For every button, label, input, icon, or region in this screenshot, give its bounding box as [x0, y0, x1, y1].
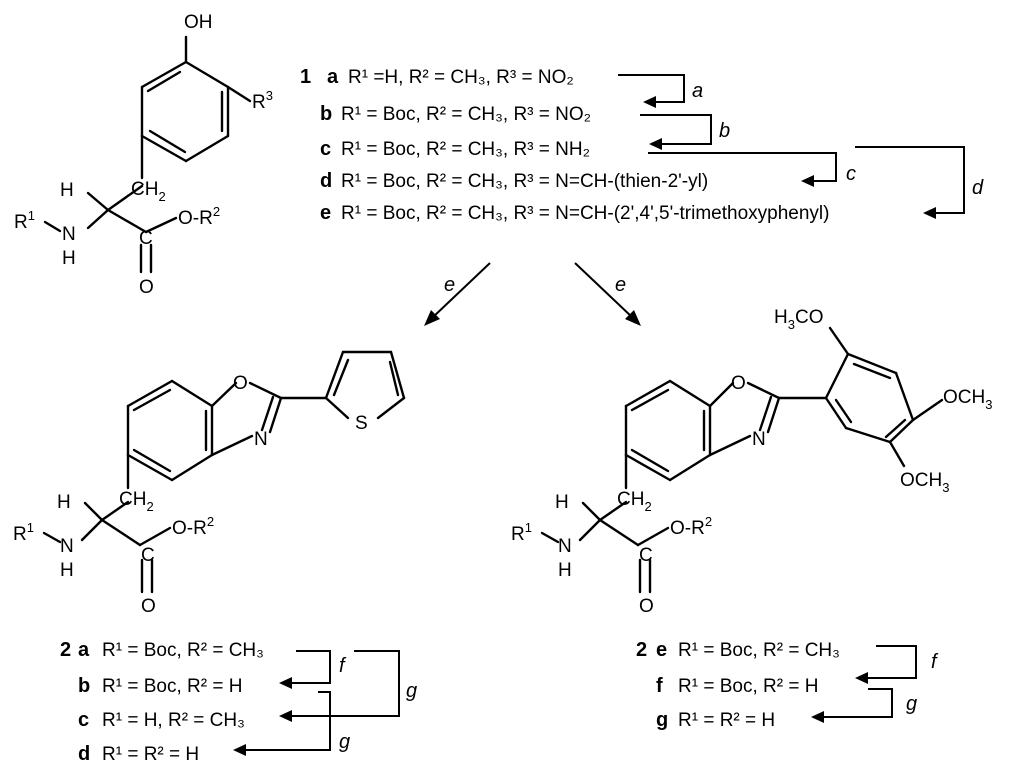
r1-label: R1: [14, 208, 35, 233]
structure-compound-1: OH R3 H CH2 R1 N H C O-R2 O: [14, 12, 273, 298]
reaction-arrow-e-left: e: [424, 262, 491, 326]
arrow-f-left: f: [279, 650, 347, 689]
arrow-c: c: [648, 152, 856, 187]
ch2-label: CH2: [119, 489, 154, 514]
arrow-a-label: a: [692, 80, 703, 102]
compound-1a-letter: a: [327, 66, 339, 88]
oxazole-n-label: N: [254, 429, 268, 450]
compound-1-list: 1 a R¹ =H, R² = CH₃, R³ = NO₂ b R¹ = Boc…: [300, 66, 984, 224]
r1-label: R1: [511, 520, 532, 545]
compound-1c-text: R¹ = Boc, R² = CH₃, R³ = NH₂: [341, 139, 590, 160]
carbonyl-c-label: C: [141, 545, 155, 566]
arrow-g-c-label: g: [406, 680, 417, 702]
compound-2b-text: R¹ = Boc, R² = H: [102, 676, 242, 697]
ester-o-r2-label: O-R2: [670, 514, 712, 539]
arrow-b: b: [640, 114, 730, 150]
compound-1b-letter: b: [320, 103, 332, 125]
compound-1c-letter: c: [320, 138, 331, 160]
nh-h-label: H: [558, 560, 572, 581]
nh-h-label: H: [60, 560, 74, 581]
h3co-label: H3CO: [774, 307, 823, 332]
ester-o-r2-label: O-R2: [178, 204, 220, 229]
compound-1a-text: R¹ =H, R² = CH₃, R³ = NO₂: [348, 67, 574, 88]
compound-2g-text: R¹ = R² = H: [678, 710, 775, 731]
oxazole-o-label: O: [233, 373, 248, 394]
nh-n-label: N: [62, 224, 76, 245]
arrow-g-d-label: g: [339, 731, 350, 753]
arrow-g-d: g: [233, 691, 350, 756]
arrow-g-right: g: [811, 688, 917, 723]
nh-h-label: H: [62, 248, 76, 269]
arrow-a: a: [618, 74, 703, 108]
carbonyl-o-label: O: [141, 596, 156, 617]
compound-2e-text: R¹ = Boc, R² = CH₃: [678, 640, 840, 661]
compound-2g-letter: g: [656, 709, 668, 731]
compound-2e-letter: e: [656, 639, 667, 661]
compound-2-number-left: 2: [60, 639, 71, 661]
ester-o-r2-label: O-R2: [172, 514, 214, 539]
arrow-e-left-label: e: [444, 274, 455, 296]
structure-compound-2-trimethoxyphenyl: O N H3CO OCH3 OCH3 H CH2 R1 N H C O-R2 O: [511, 307, 992, 617]
compound-2f-letter: f: [656, 675, 663, 697]
alpha-h-label: H: [555, 492, 569, 513]
arrow-e-right-label: e: [615, 274, 626, 296]
carbonyl-o-label: O: [139, 277, 154, 298]
carbonyl-o-label: O: [639, 596, 654, 617]
compound-2c-text: R¹ = H, R² = CH₃: [102, 710, 245, 731]
arrow-g-right-label: g: [906, 693, 917, 715]
compound-2-left-list: 2 a R¹ = Boc, R² = CH₃ b R¹ = Boc, R² = …: [60, 639, 417, 765]
r3-label: R3: [252, 88, 273, 113]
compound-2d-text: R¹ = R² = H: [102, 744, 199, 765]
arrow-f-right-label: f: [931, 651, 939, 673]
thiophene-s-label: S: [355, 413, 368, 434]
compound-2-number-right: 2: [636, 639, 647, 661]
och3-para-label: OCH3: [943, 387, 992, 412]
compound-1b-text: R¹ = Boc, R² = CH₃, R³ = NO₂: [341, 104, 591, 125]
reaction-arrow-e-right: e: [574, 262, 641, 326]
arrow-g-c: g: [279, 650, 417, 722]
compound-2d-letter: d: [78, 743, 90, 765]
compound-1d-letter: d: [320, 170, 332, 192]
arrow-f-right: f: [855, 645, 939, 684]
compound-1e-letter: e: [320, 202, 331, 224]
carbonyl-c-label: C: [639, 545, 653, 566]
phenol-ring-bonds: [43, 35, 252, 274]
compound-2b-letter: b: [78, 675, 90, 697]
compound-2f-text: R¹ = Boc, R² = H: [678, 676, 818, 697]
och3-meta-label: OCH3: [900, 470, 949, 495]
arrow-d-label: d: [972, 177, 984, 199]
oxazole-n-label: N: [752, 429, 766, 450]
carbonyl-c-label: C: [139, 228, 153, 249]
oxazole-o-label: O: [731, 373, 746, 394]
compound-2-right-list: 2 e R¹ = Boc, R² = CH₃ f R¹ = Boc, R² = …: [636, 639, 939, 731]
compound-2c-letter: c: [78, 709, 89, 731]
arrow-f-left-label: f: [339, 655, 347, 677]
compound-1-number: 1: [300, 66, 311, 88]
oh-label: OH: [184, 12, 213, 33]
arrow-c-label: c: [846, 163, 856, 185]
compound-2a-text: R¹ = Boc, R² = CH₃: [102, 640, 264, 661]
ch2-label: CH2: [131, 179, 166, 204]
structure-compound-2-thienyl: O N S H CH2 R1 N H C O-R2 O: [13, 350, 406, 617]
nh-n-label: N: [558, 536, 572, 557]
arrow-b-label: b: [719, 120, 730, 142]
ch2-label: CH2: [617, 489, 652, 514]
alpha-h-label: H: [57, 492, 71, 513]
compound-2a-letter: a: [78, 639, 90, 661]
arrow-d: d: [855, 146, 984, 219]
compound-1e-text: R¹ = Boc, R² = CH₃, R³ = N=CH-(2',4',5'-…: [341, 203, 829, 224]
r1-label: R1: [13, 520, 34, 545]
nh-n-label: N: [60, 536, 74, 557]
compound-1d-text: R¹ = Boc, R² = CH₃, R³ = N=CH-(thien-2'-…: [341, 171, 708, 192]
alpha-h-label: H: [60, 180, 74, 201]
